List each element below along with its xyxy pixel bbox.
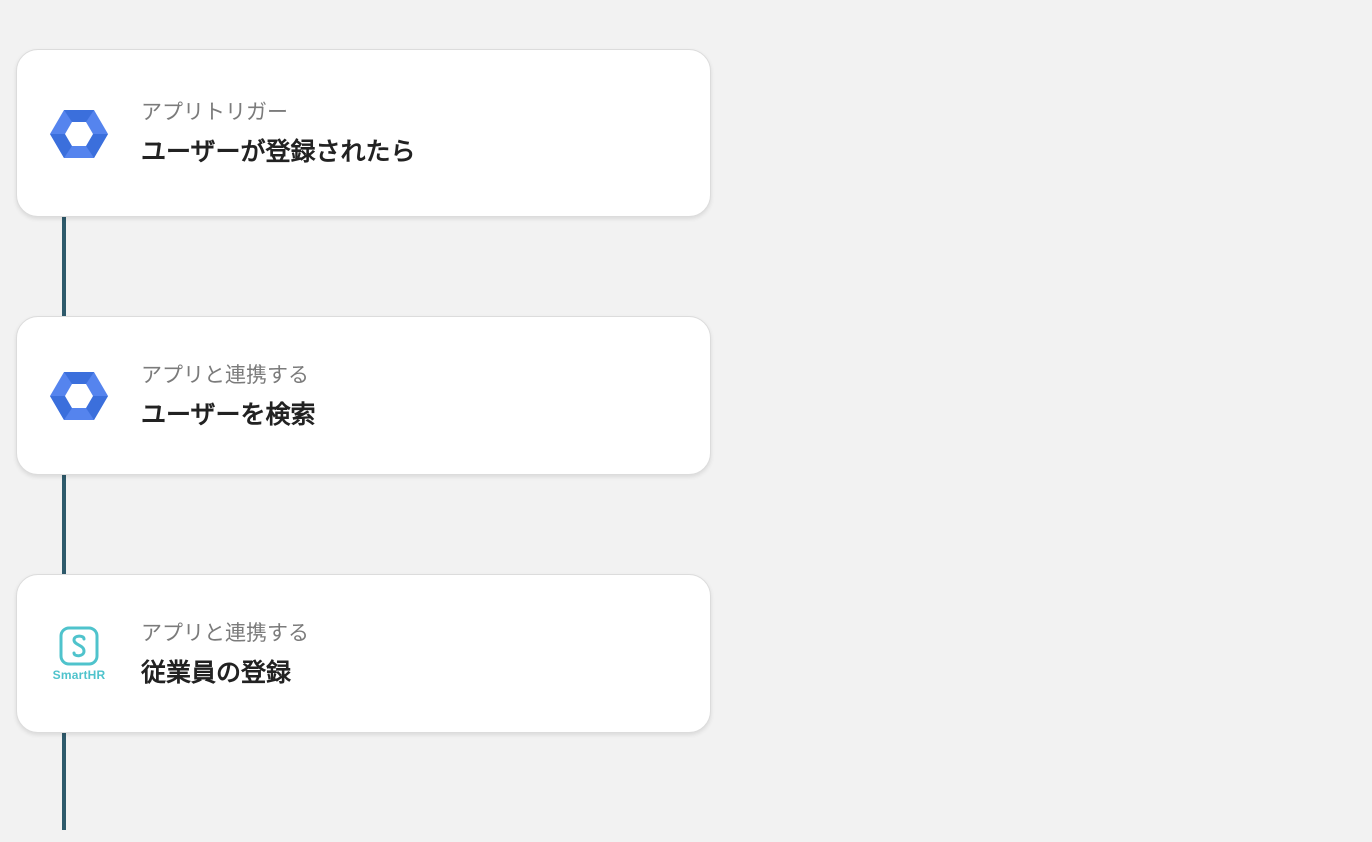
step-title: ユーザーを検索 [141,399,316,429]
flow-connector [62,474,66,574]
step-title: 従業員の登録 [141,657,292,687]
step-title: ユーザーが登録されたら [141,137,416,166]
flow-connector [62,732,66,830]
flow-step-trigger[interactable]: アプリトリガー ユーザーが登録されたら [16,49,711,217]
step-type-label: アプリと連携する [141,620,309,645]
flow-step-register-employee[interactable]: SmartHR アプリと連携する 従業員の登録 [16,574,711,733]
flow-step-search-user[interactable]: アプリと連携する ユーザーを検索 [16,316,711,475]
step-type-label: アプリトリガー [141,100,288,124]
google-workspace-icon [49,366,109,426]
google-workspace-icon [49,104,109,164]
flow-connector [62,216,66,316]
smarthr-icon: SmartHR [49,624,109,684]
smarthr-logo-text: SmartHR [52,668,106,682]
step-type-label: アプリと連携する [141,362,309,387]
